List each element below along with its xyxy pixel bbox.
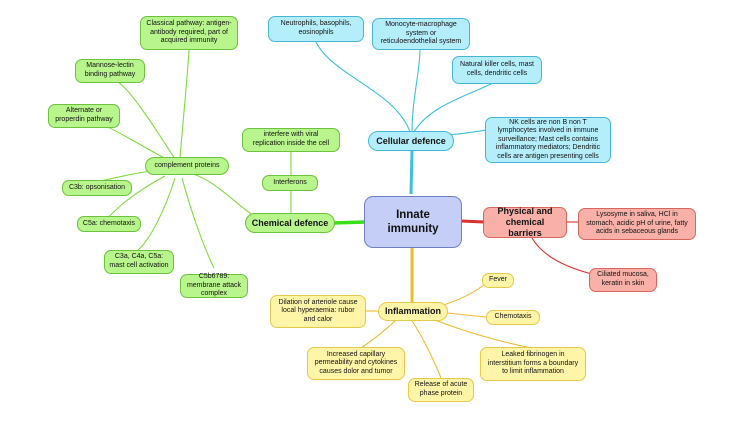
fibrinogen-node: Leaked fibrinogen in interstitium forms …: [480, 347, 586, 381]
alternate-label: Alternate or properdin pathway: [55, 107, 113, 123]
ciliated-node: Ciliated mucosa, keratin in skin: [589, 268, 657, 292]
interferons-note-node: interfere with viral replication inside …: [242, 128, 340, 152]
line-capillary: [360, 320, 396, 349]
line-chemotaxis: [446, 312, 487, 318]
c5a-node: C5a: chemotaxis: [77, 216, 141, 232]
chemotaxis-node: Chemotaxis: [486, 310, 540, 325]
branch-line-cellular: [409, 149, 414, 195]
cellular-defence-node: Cellular defence: [368, 131, 454, 151]
nk-note-label: NK cells are non B non T lymphocytes inv…: [495, 118, 601, 160]
interferons-node: Interferons: [262, 175, 318, 191]
capillary-label: Increased capillary permeability and cyt…: [314, 350, 398, 375]
line-nk: [413, 81, 496, 133]
line-acute: [411, 320, 442, 379]
complement-label: complement proteins: [154, 161, 220, 169]
center-label: Innate immunity: [387, 208, 439, 235]
cellular-defence-label: Cellular defence: [376, 135, 446, 146]
classical-node: Classical pathway: antigen-antibody requ…: [140, 16, 238, 50]
monocyte-node: Monocyte-macrophage system or reticuloen…: [372, 18, 470, 50]
capillary-node: Increased capillary permeability and cyt…: [307, 347, 405, 380]
dilation-node: Dilation of arteriole cause local hypera…: [270, 295, 366, 328]
line-classical: [179, 49, 190, 159]
monocyte-label: Monocyte-macrophage system or reticuloen…: [380, 21, 462, 46]
line-c3a: [137, 177, 176, 251]
nk-note-node: NK cells are non B non T lymphocytes inv…: [485, 117, 611, 163]
c5b-node: C5b6789: membrane attack complex: [180, 273, 248, 298]
neutrophils-node: Neutrophils, basophils, eosinophils: [268, 16, 364, 42]
physical-barriers-node: Physical and chemical barriers: [483, 206, 567, 238]
line-c5b: [181, 177, 215, 269]
line-fibrinogen: [434, 319, 533, 349]
branch-line-chemical: [332, 220, 366, 225]
inflammation-node: Inflammation: [378, 302, 448, 321]
alternate-node: Alternate or properdin pathway: [48, 104, 120, 128]
neutrophils-label: Neutrophils, basophils, eosinophils: [280, 20, 352, 36]
branch-line-physical: [460, 219, 485, 224]
c3a-label: C3a, C4a, C5a: mast cell activation: [109, 253, 169, 269]
center-node: Innate immunity: [364, 196, 462, 248]
mannose-node: Mannose-lectin binding pathway: [75, 59, 145, 83]
dilation-label: Dilation of arteriole cause local hypera…: [278, 298, 358, 323]
mannose-label: Mannose-lectin binding pathway: [84, 62, 136, 78]
complement-node: complement proteins: [145, 157, 229, 175]
lysozyme-node: Lysosyme in saliva, HCl in stomach, acid…: [578, 208, 696, 240]
line-ciliated: [531, 237, 597, 276]
lysozyme-label: Lysosyme in saliva, HCl in stomach, acid…: [586, 211, 688, 236]
nk-label: Natural killer cells, mast cells, dendri…: [460, 61, 534, 77]
line-neutrophils: [314, 39, 411, 133]
chemotaxis-label: Chemotaxis: [494, 313, 532, 321]
acute-phase-node: Release of acute phase protein: [408, 378, 474, 402]
c5b-label: C5b6789: membrane attack complex: [186, 273, 242, 298]
ciliated-label: Ciliated mucosa, keratin in skin: [597, 271, 649, 287]
chemical-defence-node: Chemical defence: [245, 213, 335, 233]
fever-node: Fever: [482, 273, 514, 288]
physical-barriers-label: Physical and chemical barriers: [497, 206, 553, 238]
c3b-label: C3b: opsonisation: [68, 183, 126, 191]
line-monocyte: [411, 49, 421, 133]
fibrinogen-label: Leaked fibrinogen in interstitium forms …: [487, 351, 579, 376]
chemical-defence-label: Chemical defence: [251, 217, 329, 228]
interferons-note-label: interfere with viral replication inside …: [252, 131, 330, 147]
interferons-label: Interferons: [273, 178, 307, 186]
c3a-node: C3a, C4a, C5a: mast cell activation: [104, 250, 174, 274]
acute-phase-label: Release of acute phase protein: [414, 381, 468, 397]
line-fever: [439, 283, 486, 307]
inflammation-label: Inflammation: [384, 306, 441, 317]
c3b-node: C3b: opsonisation: [62, 180, 132, 196]
fever-label: Fever: [489, 276, 507, 284]
line-mannose: [117, 81, 176, 160]
c5a-label: C5a: chemotaxis: [82, 219, 136, 227]
classical-label: Classical pathway: antigen-antibody requ…: [146, 20, 232, 45]
nk-node: Natural killer cells, mast cells, dendri…: [452, 56, 542, 84]
line-complement: [185, 171, 261, 221]
